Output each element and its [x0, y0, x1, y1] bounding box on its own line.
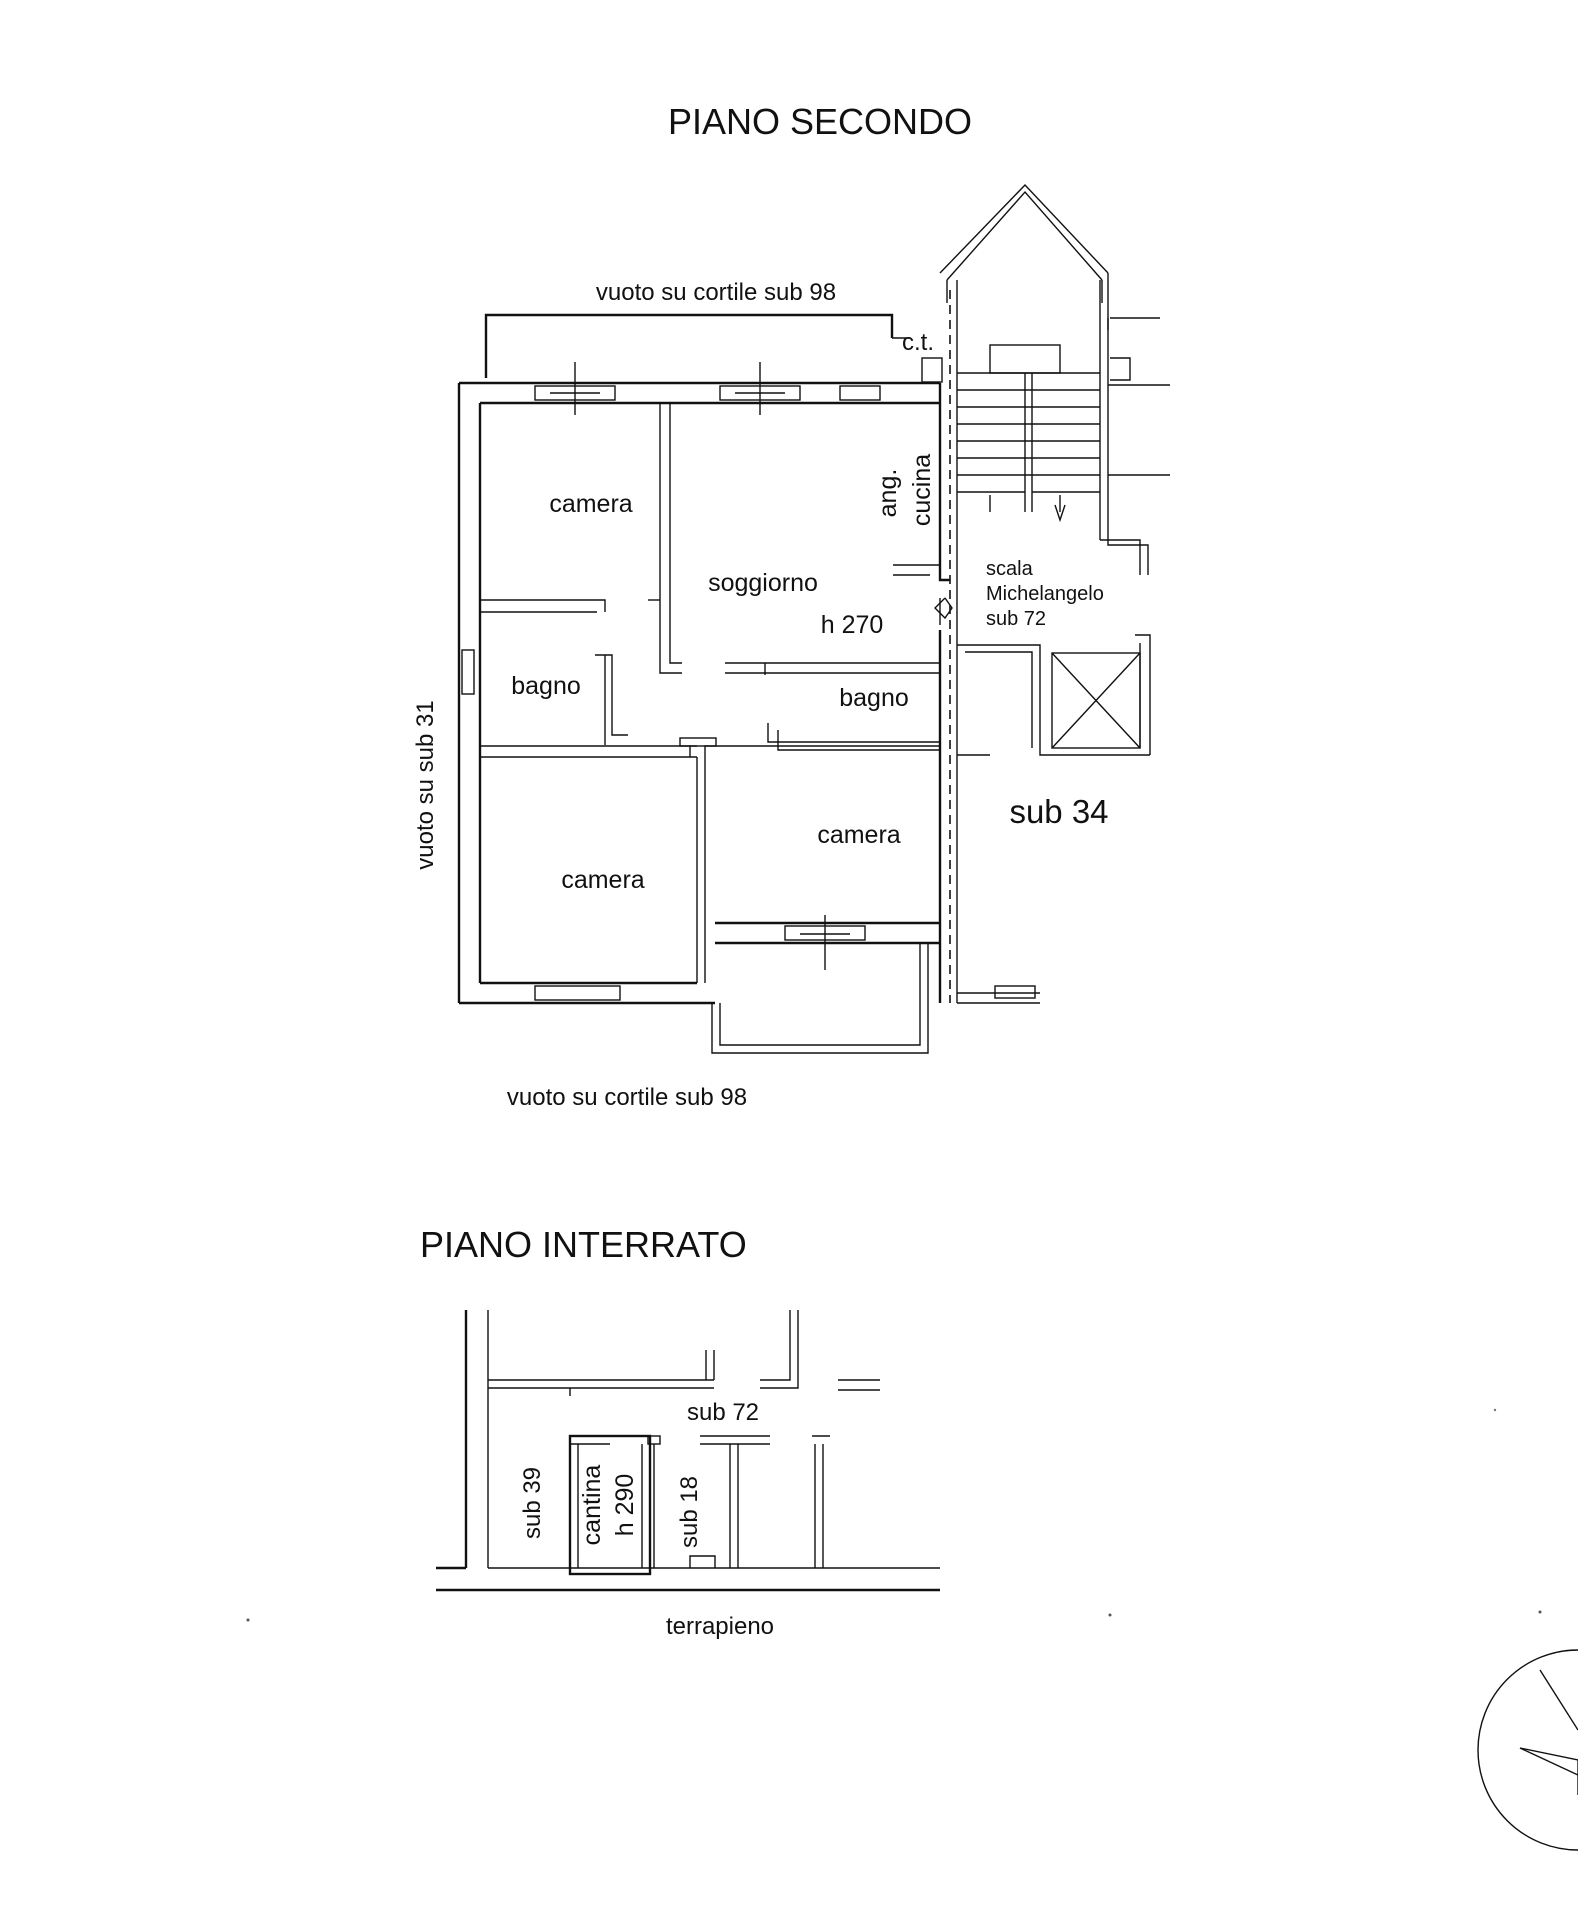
- sub18-label: sub 18: [676, 1476, 703, 1548]
- stair-label-scala: scala: [986, 558, 1034, 580]
- room-ang-label: ang.: [874, 469, 902, 518]
- scan-specks: [246, 1408, 1542, 1622]
- left-void-label: vuoto su sub 31: [412, 700, 439, 869]
- cantina-label: cantina: [578, 1465, 606, 1546]
- room-bagno-right: bagno: [839, 684, 909, 712]
- second-floor-windows: [534, 362, 1036, 1001]
- bottom-courtyard-label: vuoto su cortile sub 98: [507, 1084, 747, 1111]
- top-courtyard-label: vuoto su cortile sub 98: [596, 279, 836, 306]
- stair-label-sub72: sub 72: [986, 608, 1046, 630]
- cantina-height-label: h 290: [611, 1474, 639, 1537]
- room-bagno-left: bagno: [511, 672, 581, 700]
- second-floor-walls: [457, 313, 943, 1054]
- stair-label-michelangelo: Michelangelo: [986, 583, 1104, 605]
- room-camera-bottom-left: camera: [561, 866, 644, 894]
- ct-label: c.t.: [902, 329, 934, 356]
- sub39-label: sub 39: [519, 1467, 546, 1539]
- room-camera-top: camera: [549, 490, 632, 518]
- basement-title: PIANO INTERRATO: [420, 1224, 747, 1265]
- terrapieno-label: terrapieno: [666, 1613, 774, 1640]
- sub72-basement-label: sub 72: [687, 1399, 759, 1426]
- room-camera-bottom-right: camera: [817, 821, 900, 849]
- basement-walls: [436, 1310, 940, 1592]
- room-height-label: h 270: [821, 611, 884, 639]
- stair-core: [934, 183, 1170, 1004]
- second-floor-title: PIANO SECONDO: [668, 101, 972, 142]
- sub34-label: sub 34: [1009, 793, 1108, 830]
- compass-icon: [1477, 1649, 1578, 1851]
- room-cucina-label: cucina: [908, 454, 936, 526]
- room-soggiorno: soggiorno: [708, 569, 818, 597]
